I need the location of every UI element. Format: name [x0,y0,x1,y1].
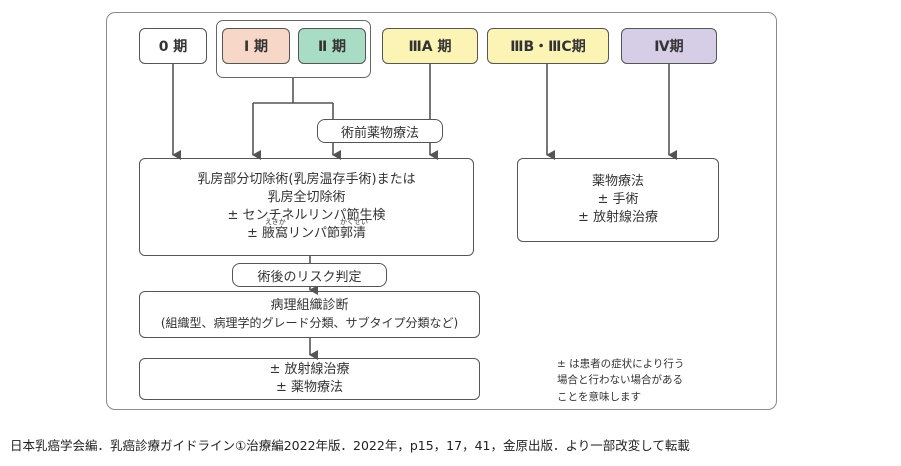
source-citation: 日本乳癌学会編．乳癌診療ガイドライン①治療編2022年版．2022年，p15，1… [10,438,690,453]
surgery-line-3: ± センチネルリンパ節生検 [227,208,386,223]
surgery-line-2: 乳房全切除術 [267,190,346,206]
adjuvant-box: ± 放射線治療 ± 薬物療法 [139,358,480,400]
stage-0-label: 0 期 [158,39,188,55]
note-line-1: ± は患者の症状により行う [557,358,685,370]
drug-line-2: ± 手術 [597,192,639,208]
pathology-line-1: 病理組織診断 [270,298,349,314]
postop-risk-label: 術後のリスク判定 [232,263,387,287]
drug-line-3: ± 放射線治療 [577,209,659,225]
stage-1-box: Ⅰ 期 [222,28,290,64]
stage-3a-label: ⅢA 期 [408,39,452,55]
surgery-box: 乳房部分切除術(乳房温存手術)または 乳房全切除術 ± センチネルリンパ節生検 … [139,158,474,256]
stage-2-box: Ⅱ 期 [298,28,366,64]
diagram-frame [106,12,777,410]
adjuvant-line-2: ± 薬物療法 [275,380,344,395]
stage-4-label: Ⅳ期 [654,39,684,55]
stage-2-label: Ⅱ 期 [317,39,347,55]
adjuvant-line-1: ± 放射線治療 [269,362,350,378]
ruby-kakusei: かくせい [340,217,369,226]
stage-3bc-box: ⅢB・ⅢC期 [487,28,609,64]
note-line-3: ことを意味します [557,390,641,403]
preop-drug-therapy-label: 術前薬物療法 [317,119,443,143]
preop-text: 術前薬物療法 [340,125,419,141]
drug-therapy-box: 薬物療法 ± 手術 ± 放射線治療 [517,158,719,242]
surgery-line-1: 乳房部分切除術(乳房温存手術)または [197,172,416,188]
pathology-line-2: (組織型、病理学的グレード分類、サブタイプ分類など) [160,316,459,331]
risk-text: 術後のリスク判定 [257,269,362,285]
pathology-box: 病理組織診断 (組織型、病理学的グレード分類、サブタイプ分類など) [139,291,480,338]
stage-1-label: Ⅰ 期 [243,39,269,55]
stage-3a-box: ⅢA 期 [382,28,478,64]
drug-line-1: 薬物療法 [591,174,644,190]
plus-minus-note: ± は患者の症状により行う 場合と行わない場合がある ことを意味します [557,356,757,405]
stage-0-box: 0 期 [139,28,207,64]
surgery-line-4: ± えきか腋窩リンパ節かくせい郭清 [246,217,369,241]
stage-3bc-label: ⅢB・ⅢC期 [510,39,586,55]
note-line-2: 場合と行わない場合がある [557,374,683,387]
stage-4-box: Ⅳ期 [621,28,717,64]
ruby-ekika: えきか [264,217,286,226]
stage-1-2-group [216,20,371,78]
